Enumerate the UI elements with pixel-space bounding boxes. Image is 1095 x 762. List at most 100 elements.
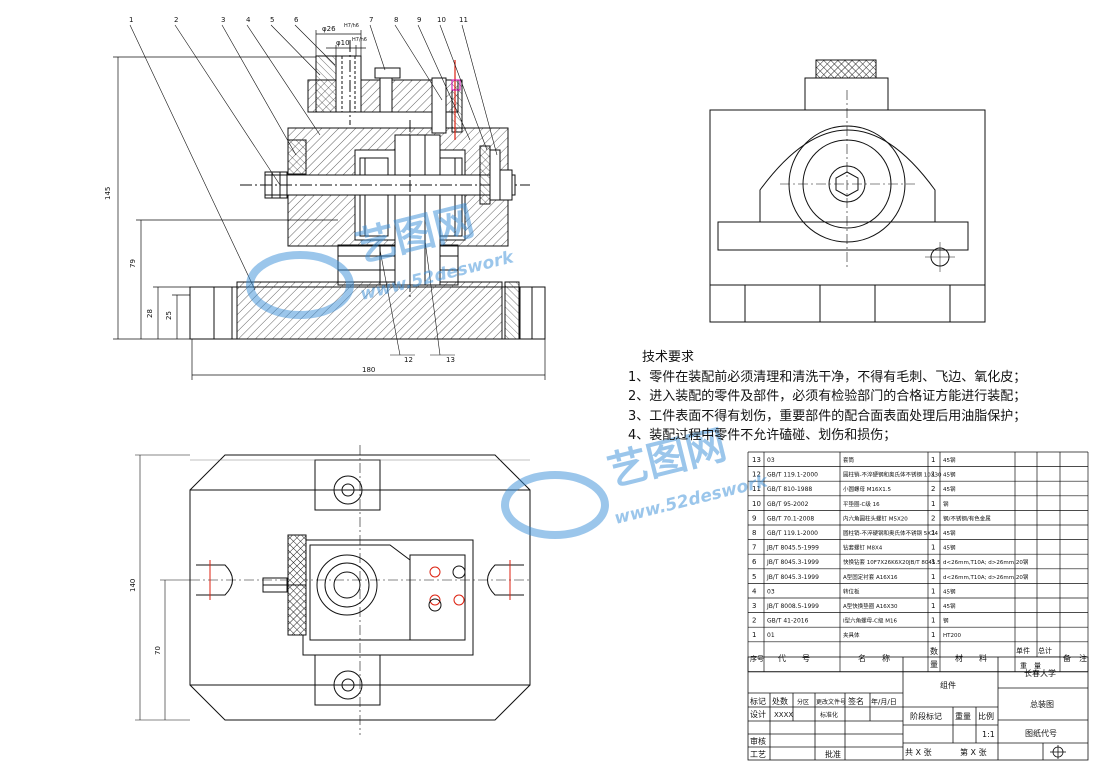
dim-phi10-tol: H7/h6 (352, 37, 367, 43)
balloon-5: 5 (270, 16, 274, 24)
bom-row-6-name: 快换钻套 10F7X26K6X20JB/T 8045.5 (843, 558, 941, 566)
bom-row-4-code: 03 (767, 588, 775, 595)
bom-row-8-code: GB/T 119.1-2000 (767, 530, 818, 537)
bom-header-weight: 重 量 (1020, 662, 1041, 670)
balloon-9: 9 (417, 16, 421, 24)
technical-requirements: 技术要求 1、零件在装配前必须清理和清洗干净，不得有毛刺、飞边、氧化皮； 2、进… (628, 348, 1088, 446)
bom-row-2-qty: 1 (931, 617, 935, 625)
dim-w180: 180 (362, 366, 375, 374)
bom-row-10-name: 平垫圈-C级 16 (843, 500, 880, 508)
balloon-8: 8 (394, 16, 398, 24)
process-label: 工艺 (750, 750, 766, 759)
bom-row-5-code: JB/T 8045.3-1999 (766, 574, 819, 581)
bom-row-10-qty: 1 (931, 500, 935, 508)
balloon-11: 11 (459, 16, 468, 24)
zone-label: 分区 (797, 698, 809, 706)
balloon-6: 6 (294, 16, 299, 24)
bom-row-4-seq: 4 (752, 587, 757, 595)
top-view (189, 445, 531, 735)
school-name: 长春大学 (1024, 668, 1056, 678)
bom-header-remark: 备 注 (1063, 653, 1087, 663)
sign-label: 签名 (848, 696, 864, 706)
bom-row-10-code: GB/T 95-2002 (767, 501, 809, 508)
dim-h28: 28 (146, 309, 154, 318)
weight-label: 重量 (955, 711, 971, 721)
drawing-name: 总装图 (1030, 699, 1054, 709)
bom-row-1-seq: 1 (752, 631, 756, 639)
front-dimension-text: 145 79 28 25 180 φ26 H7/h6 φ10 H7/h6 (104, 23, 375, 374)
bom-row-3-name: A型快换垫圈 A16X30 (843, 602, 898, 610)
bom-header-seq: 序号 (750, 654, 764, 663)
bom-row-9-code: GB/T 70.1-2008 (767, 515, 814, 522)
bom-row-1-qty: 1 (931, 631, 935, 639)
tech-title: 技术要求 (642, 350, 695, 365)
tech-item-4: 4、装配过程中零件不允许磕碰、划伤和损伤； (628, 428, 897, 443)
bom-row-8-material: 45钢 (943, 529, 956, 537)
bom-row-4-name: 转位板 (843, 587, 860, 595)
bom-row-5-qty: 1 (931, 573, 935, 581)
dim-h70: 70 (154, 646, 162, 655)
bom-row-7-material: 45钢 (943, 544, 956, 552)
bom-row-3-code: JB/T 8008.5-1999 (766, 603, 819, 610)
approve-label: 批准 (825, 749, 841, 759)
bom-row-9-seq: 9 (752, 514, 756, 522)
change-doc-label: 更改文件号 (816, 698, 846, 706)
balloon-13: 13 (446, 356, 455, 364)
bom-row-2-code: GB/T 41-2016 (767, 618, 809, 625)
bom-row-4-material: 45钢 (943, 587, 956, 595)
bom-row-10-seq: 10 (752, 500, 761, 508)
front-section-view (189, 40, 546, 340)
bom-row-5-seq: 5 (752, 573, 756, 581)
standard-label: 标准化 (820, 711, 838, 719)
balloon-3: 3 (221, 16, 225, 24)
tech-item-2: 2、进入装配的零件及部件，必须有检验部门的合格证方能进行装配； (628, 389, 1027, 404)
bom-row-6-material: d<26mm,T10A; d>26mm,20钢 (943, 558, 1029, 566)
bom-row-8-seq: 8 (752, 529, 756, 537)
bom-row-12-seq: 12 (752, 471, 761, 479)
bom-row-7-name: 钻套螺钉 M8X4 (843, 544, 883, 552)
bom-row-8-name: 圆柱销-不淬硬钢和奥氏体不锈钢 5X24 (843, 529, 939, 537)
bom-row-2-name: I型六角螺母-C级 M16 (843, 617, 897, 625)
bom-row-11-name: 小圆螺母 M16X1.5 (843, 485, 892, 493)
tech-item-3: 3、工件表面不得有划伤，重要部件的配合面表面处理后用油脂保护； (628, 408, 1027, 424)
bom-row-13-qty: 1 (931, 456, 935, 464)
sheet-number: 第 X 张 (960, 747, 987, 757)
dim-phi26-tol: H7/h6 (344, 23, 359, 29)
balloon-4: 4 (246, 16, 251, 24)
design-label: 设计 (750, 709, 766, 719)
bom-row-9-name: 内六角圆柱头螺钉 M5X20 (843, 514, 908, 522)
bom-row-3-material: 45钢 (943, 602, 956, 610)
dim-h25: 25 (165, 311, 173, 320)
dim-h79: 79 (129, 259, 137, 268)
bom-header-total: 总计 (1038, 646, 1052, 655)
tech-item-1: 1、零件在装配前必须清理和清洗干净，不得有毛刺、飞边、氧化皮； (628, 369, 1027, 385)
front-dimensions (113, 30, 546, 380)
bom-row-11-qty: 2 (931, 485, 935, 493)
bom-row-9-material: 钢/不锈钢/有色金属 (943, 514, 991, 522)
title-block (747, 656, 1089, 761)
bom-row-12-code: GB/T 119.1-2000 (767, 472, 818, 479)
bom-header-material: 材 料 (955, 653, 987, 663)
bom-row-1-name: 夹具体 (843, 631, 860, 639)
scale-label: 比例 (978, 711, 994, 721)
dim-h145: 145 (104, 187, 112, 200)
top-dimensions (135, 454, 190, 721)
bom-row-7-seq: 7 (752, 544, 756, 552)
drawing-code-label: 图纸代号 (1025, 728, 1057, 738)
stage-label: 阶段标记 (910, 711, 942, 721)
top-dimension-text: 140 70 (129, 579, 162, 655)
part-balloons: 1 2 3 4 5 6 7 8 9 10 11 12 13 (129, 16, 468, 364)
scale-value: 1:1 (982, 730, 995, 739)
balloon-7: 7 (369, 16, 373, 24)
bom-row-12-qty: 1 (931, 471, 935, 479)
bom-row-7-code: JB/T 8045.5-1999 (766, 545, 819, 552)
bom-row-13-name: 套筒 (843, 456, 855, 464)
bom-header-code: 代 号 (778, 653, 810, 663)
mark-label: 标记 (750, 696, 766, 706)
bom-row-1-material: HT200 (943, 633, 961, 639)
date-label: 年/月/日 (871, 697, 897, 706)
bom-row-7-qty: 1 (931, 544, 935, 552)
bom-row-6-seq: 6 (752, 558, 757, 566)
